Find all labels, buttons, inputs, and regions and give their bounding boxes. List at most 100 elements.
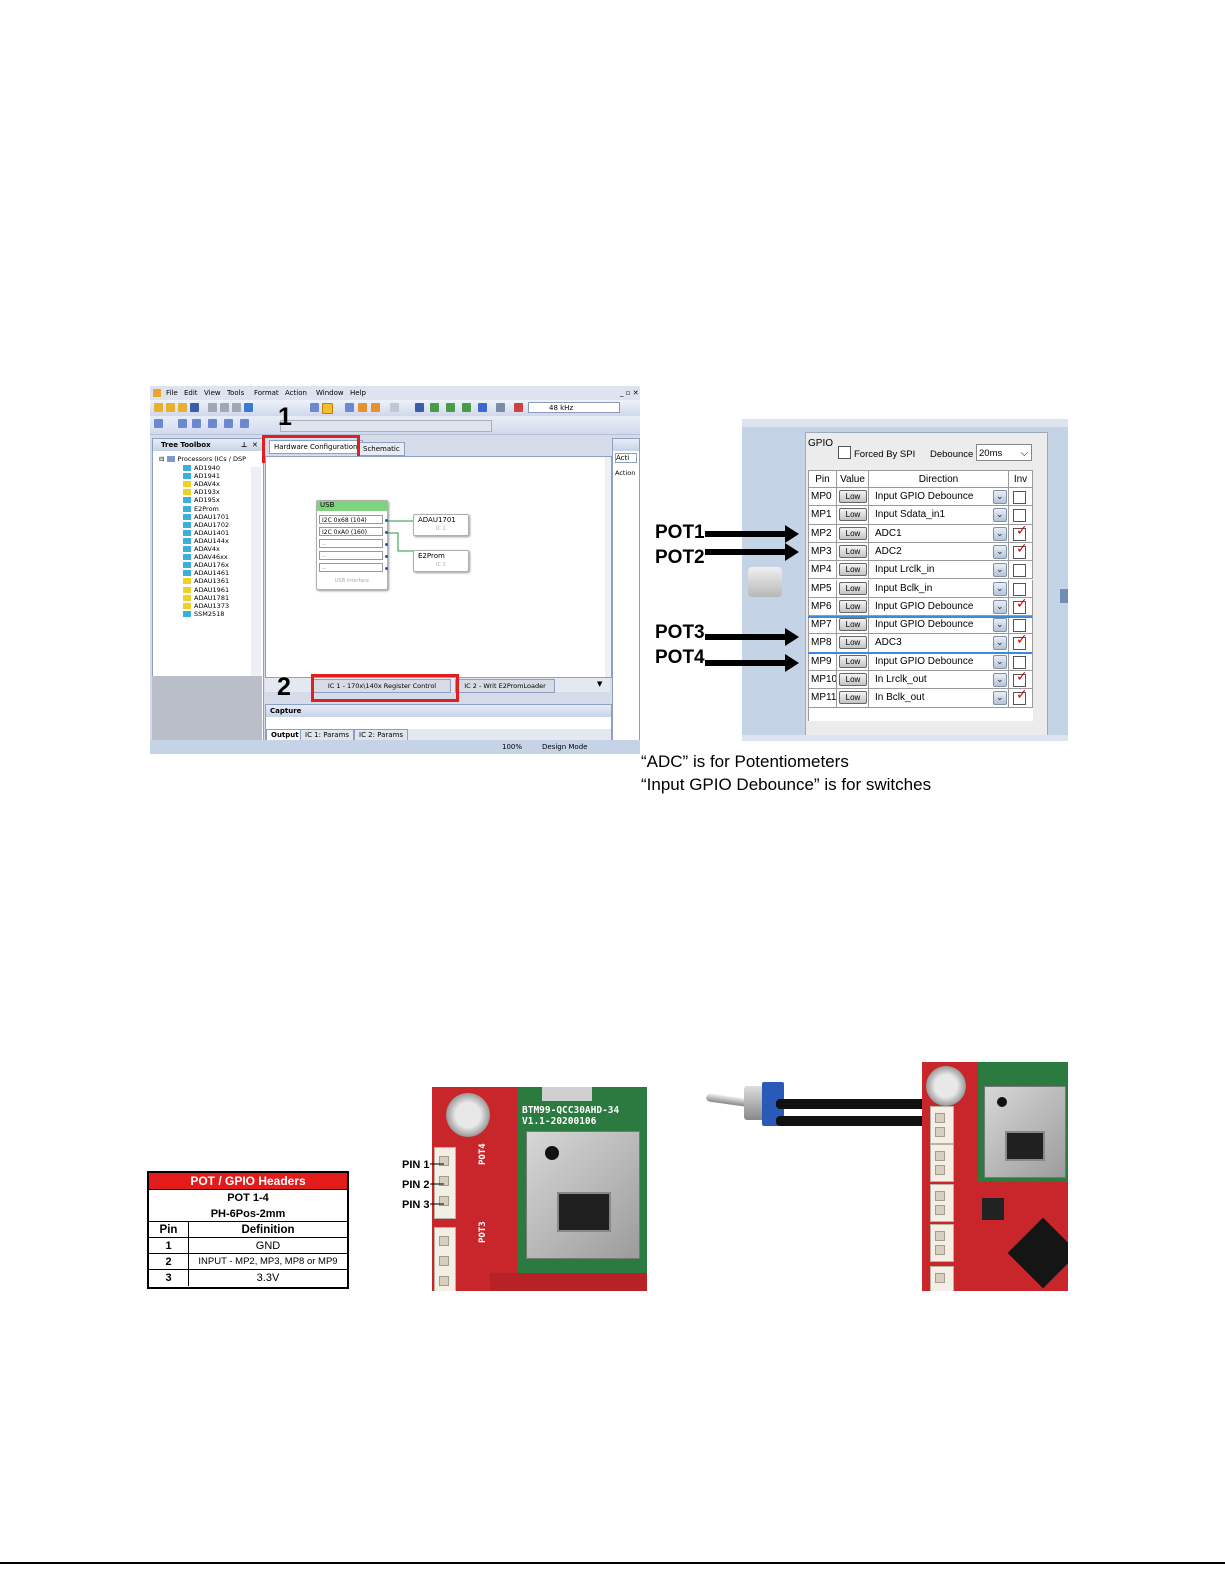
tree-item[interactable]: ADAU1702	[183, 521, 229, 529]
tab-schematic[interactable]: Schematic	[358, 442, 405, 456]
usb-row[interactable]: --	[319, 539, 383, 548]
gpio-inv-checkbox[interactable]: ✓	[1013, 634, 1028, 651]
tree-item[interactable]: AD193x	[183, 488, 220, 496]
gpio-value-button[interactable]: Low	[839, 508, 867, 522]
tree-item[interactable]: ADAU144x	[183, 537, 229, 545]
tool-icon[interactable]	[154, 419, 163, 428]
debounce-select[interactable]: 20ms ⌵	[976, 444, 1032, 461]
chevron-down-icon[interactable]: ⌄	[993, 636, 1007, 651]
menu-help[interactable]: Help	[350, 389, 366, 397]
action-pane-tab[interactable]: Acti	[615, 453, 637, 463]
undo-icon[interactable]	[244, 403, 253, 412]
gpio-value-button[interactable]: Low	[839, 636, 867, 650]
gpio-direction-select[interactable]: Input GPIO Debounce⌄	[869, 597, 1009, 617]
usb-row[interactable]: --	[319, 563, 383, 572]
chevron-down-icon[interactable]: ⌄	[993, 508, 1007, 523]
chevron-down-icon[interactable]: ▼	[597, 680, 603, 688]
gpio-direction-select[interactable]: Input Sdata_in1⌄	[869, 506, 1009, 525]
gpio-value-button[interactable]: Low	[839, 691, 867, 705]
tool-icon[interactable]	[178, 419, 187, 428]
tool-icon[interactable]	[390, 403, 399, 412]
gpio-value-button[interactable]: Low	[839, 618, 867, 632]
tab-hardware-configuration[interactable]: Hardware Configuration	[269, 440, 363, 454]
pin-icon[interactable]: ⊥	[241, 441, 248, 449]
gpio-direction-select[interactable]: In Bclk_out⌄	[869, 689, 1009, 708]
tree-item[interactable]: ADAU1373	[183, 602, 229, 610]
gpio-value-button[interactable]: Low	[839, 563, 867, 577]
chevron-down-icon[interactable]: ⌄	[993, 490, 1007, 504]
menu-view[interactable]: View	[204, 389, 221, 397]
menu-action[interactable]: Action	[285, 389, 307, 397]
menu-window[interactable]: Window	[316, 389, 344, 397]
save-icon[interactable]	[190, 403, 199, 412]
pointer-icon[interactable]	[322, 403, 333, 414]
gpio-direction-select[interactable]: Input Lrclk_in⌄	[869, 561, 1009, 580]
chevron-down-icon[interactable]: ⌄	[993, 618, 1007, 633]
tool-icon[interactable]	[358, 403, 367, 412]
hardware-canvas[interactable]: USB I2C 0x68 (104) I2C 0xA0 (160) -- -- …	[265, 456, 612, 678]
gpio-value-button[interactable]: Low	[839, 673, 867, 686]
side-button[interactable]	[748, 567, 782, 597]
gpio-direction-select[interactable]: ADC1⌄	[869, 524, 1009, 543]
menu-edit[interactable]: Edit	[184, 389, 198, 397]
chevron-down-icon[interactable]: ⌄	[993, 544, 1007, 559]
chevron-down-icon[interactable]: ⌄	[993, 654, 1007, 669]
tree-item[interactable]: ADAU1461	[183, 569, 229, 577]
gpio-inv-checkbox[interactable]	[1013, 619, 1026, 633]
close-icon[interactable]: ✕	[252, 441, 258, 449]
tree-item[interactable]: E2Prom	[183, 505, 219, 513]
gpio-value-button[interactable]: Low	[839, 654, 867, 668]
gpio-direction-select[interactable]: Input GPIO Debounce⌄	[869, 488, 1009, 507]
tool-icon[interactable]	[514, 403, 523, 412]
tool-icon[interactable]	[496, 403, 505, 412]
menu-file[interactable]: File	[166, 389, 178, 397]
tree-item[interactable]: ADAU1961	[183, 586, 229, 594]
gpio-value-button[interactable]: Low	[839, 599, 867, 613]
copy-icon[interactable]	[220, 403, 229, 412]
chevron-down-icon[interactable]: ⌄	[993, 673, 1007, 687]
adau1701-block[interactable]: ADAU1701 IC 1	[413, 514, 469, 536]
open-folder-icon[interactable]	[178, 403, 187, 412]
tab-ic2-e2promloader[interactable]: IC 2 - Writ E2PromLoader	[455, 679, 555, 693]
tool-icon[interactable]	[478, 403, 487, 412]
gpio-inv-checkbox[interactable]: ✓	[1013, 671, 1028, 687]
gpio-inv-checkbox[interactable]	[1013, 655, 1026, 669]
tree-item[interactable]: ADAV4x	[183, 545, 220, 553]
forced-by-spi-checkbox[interactable]	[838, 446, 851, 459]
gpio-direction-select[interactable]: Input Bclk_in⌄	[869, 579, 1009, 598]
gpio-inv-checkbox[interactable]	[1013, 564, 1026, 578]
gpio-value-button[interactable]: Low	[839, 581, 867, 595]
gpio-direction-select[interactable]: Input GPIO Debounce⌄	[869, 616, 1009, 635]
tool-icon[interactable]	[430, 403, 439, 412]
new-icon[interactable]	[154, 403, 163, 412]
gpio-inv-checkbox[interactable]: ✓	[1013, 598, 1028, 614]
gpio-inv-checkbox[interactable]	[1013, 491, 1026, 504]
canvas-scrollbar[interactable]	[605, 457, 611, 677]
gpio-inv-checkbox[interactable]: ✓	[1013, 543, 1028, 559]
open-icon[interactable]	[166, 403, 175, 412]
tool-icon[interactable]	[462, 403, 471, 412]
tool-icon[interactable]	[345, 403, 354, 412]
usb-row[interactable]: I2C 0x68 (104)	[319, 515, 383, 524]
usb-row[interactable]: I2C 0xA0 (160)	[319, 527, 383, 536]
gpio-direction-select[interactable]: ADC3⌄	[869, 634, 1009, 653]
paste-icon[interactable]	[232, 403, 241, 412]
cut-icon[interactable]	[208, 403, 217, 412]
usb-interface-block[interactable]: USB I2C 0x68 (104) I2C 0xA0 (160) -- -- …	[316, 500, 388, 590]
tree-item[interactable]: ADAU1361	[183, 577, 229, 585]
tree-item[interactable]: ADAU1701	[183, 513, 229, 521]
tree-item[interactable]: SSM2518	[183, 610, 224, 618]
tool-icon[interactable]	[446, 403, 455, 412]
chevron-down-icon[interactable]: ⌄	[993, 599, 1007, 614]
e2prom-block[interactable]: E2Prom IC 2	[413, 550, 469, 572]
gpio-value-button[interactable]: Low	[839, 544, 867, 558]
sample-rate-select[interactable]: 48 kHz	[528, 402, 620, 413]
tree-item[interactable]: ADAV46xx	[183, 553, 228, 561]
tool-icon[interactable]	[240, 419, 249, 428]
tree-item[interactable]: ADAV4x	[183, 480, 220, 488]
chevron-down-icon[interactable]: ⌄	[993, 691, 1007, 706]
tab-ic1-register-control[interactable]: IC 1 - 170x\140x Register Control	[313, 679, 451, 693]
tree-item[interactable]: AD1941	[183, 472, 220, 480]
tree-item[interactable]: ADAU176x	[183, 561, 229, 569]
gpio-direction-select[interactable]: ADC2⌄	[869, 542, 1009, 562]
